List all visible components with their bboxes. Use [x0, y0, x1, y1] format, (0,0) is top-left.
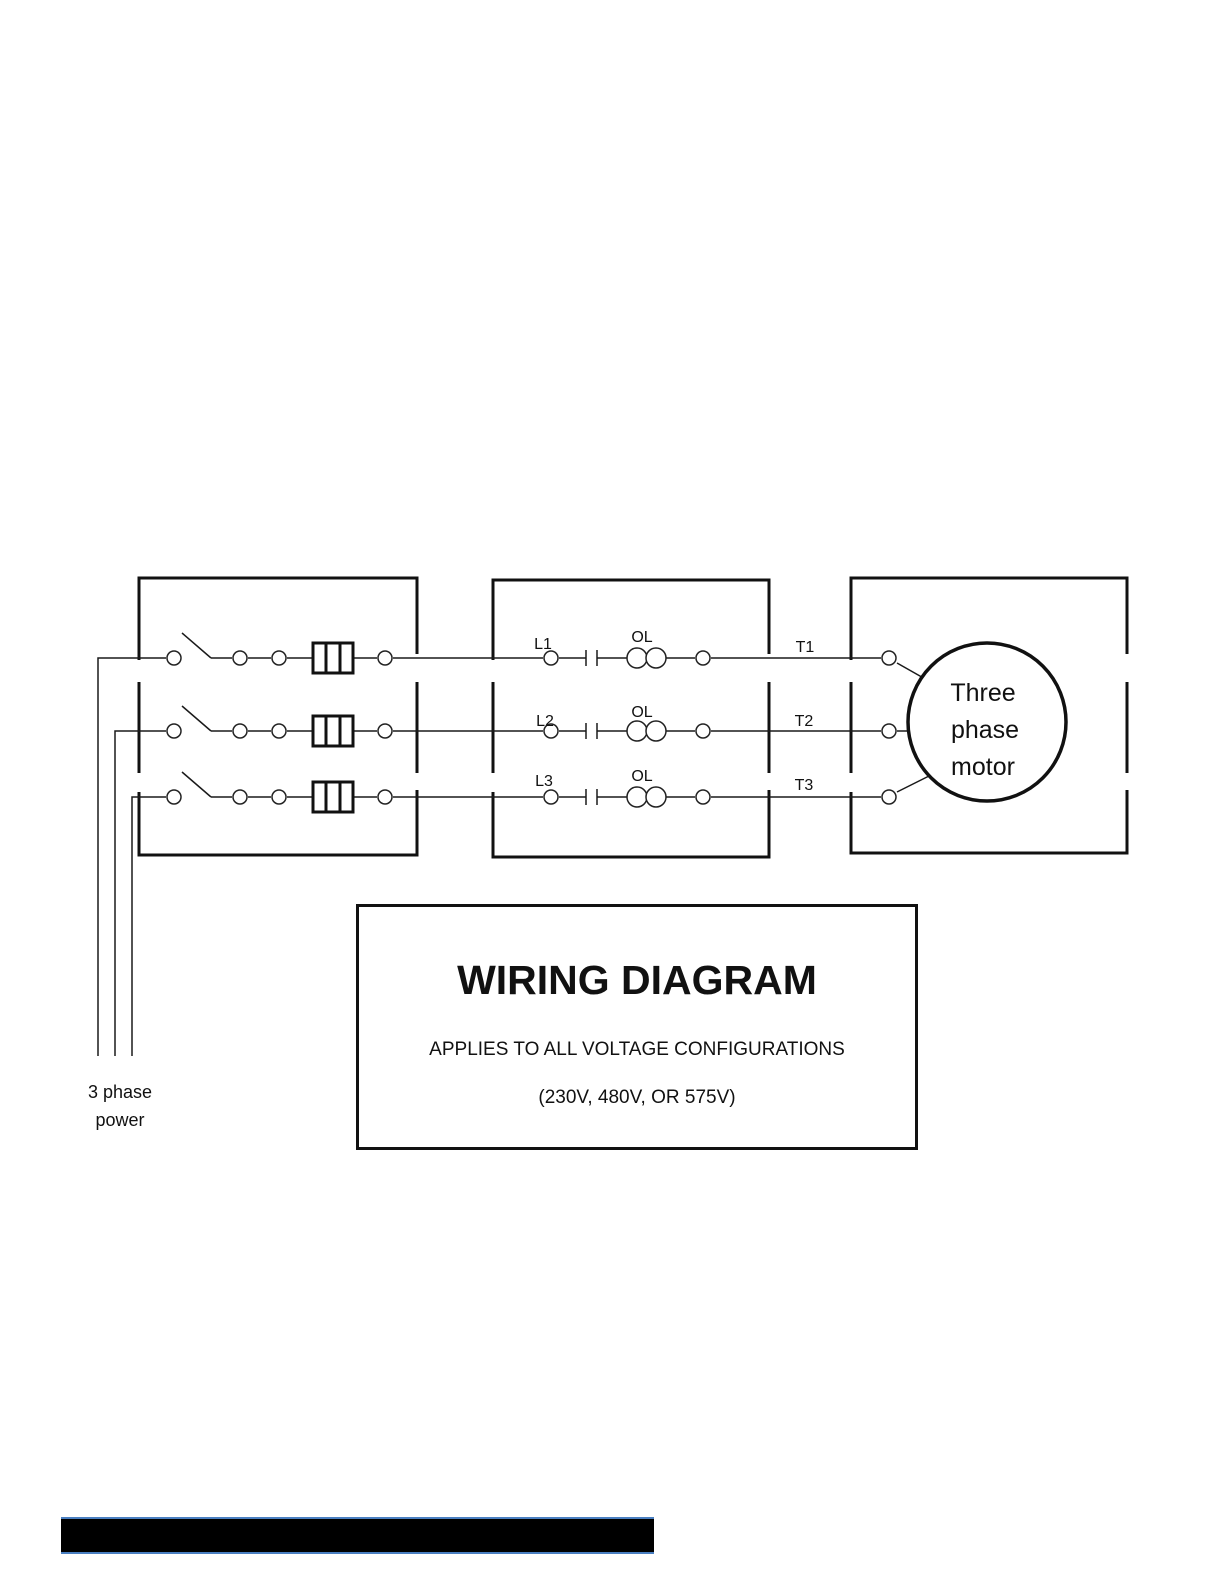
motor-label-line1: Three [950, 679, 1015, 707]
fuse-out-terminal-2 [378, 724, 392, 738]
motor-terminal-3 [882, 790, 896, 804]
phase-row-3: L3 OL T3 [167, 768, 929, 812]
fuse-out-terminal-3 [378, 790, 392, 804]
motor: Three phase motor [908, 643, 1066, 801]
phase-row-1: L1 OL T1 [167, 629, 927, 680]
overload-label-3: OL [631, 768, 652, 785]
overload-label-1: OL [631, 629, 652, 646]
line-terminal-3 [544, 790, 558, 804]
footer-bar [61, 1517, 654, 1554]
title-block: WIRING DIAGRAM APPLIES TO ALL VOLTAGE CO… [356, 904, 918, 1150]
fuse-out-terminal-1 [378, 651, 392, 665]
line-terminal-1 [544, 651, 558, 665]
fuse-in-terminal-1 [272, 651, 286, 665]
switch-terminal-1 [233, 651, 247, 665]
fuse-in-terminal-2 [272, 724, 286, 738]
overload-1 [627, 648, 666, 668]
contact-1 [586, 650, 597, 666]
overload-3 [627, 787, 666, 807]
terminal-label-t3: T3 [795, 777, 814, 794]
disconnect-terminal-3 [167, 790, 181, 804]
power-leads [98, 658, 166, 1056]
switch-terminal-2 [233, 724, 247, 738]
motor-terminal-1 [882, 651, 896, 665]
terminal-label-t1: T1 [796, 639, 815, 656]
diagram-subtitle: APPLIES TO ALL VOLTAGE CONFIGURATIONS [359, 1039, 915, 1061]
contact-3 [586, 789, 597, 805]
overload-2 [627, 721, 666, 741]
line-label-l3: L3 [535, 773, 553, 790]
fuse-1 [313, 643, 353, 673]
line-label-l1: L1 [534, 636, 552, 653]
contact-2 [586, 723, 597, 739]
load-terminal-3 [696, 790, 710, 804]
motor-label-line2: phase [951, 716, 1019, 744]
switch-terminal-3 [233, 790, 247, 804]
power-label-line1: 3 phase [88, 1082, 152, 1102]
voltage-options: (230V, 480V, OR 575V) [359, 1087, 915, 1109]
fuse-in-terminal-3 [272, 790, 286, 804]
disconnect-terminal-2 [167, 724, 181, 738]
fuse-2 [313, 716, 353, 746]
fuse-3 [313, 782, 353, 812]
power-label-line2: power [95, 1110, 144, 1130]
line-label-l2: L2 [536, 713, 554, 730]
overload-label-2: OL [631, 704, 652, 721]
load-terminal-1 [696, 651, 710, 665]
motor-label-line3: motor [951, 753, 1015, 781]
motor-terminal-2 [882, 724, 896, 738]
diagram-title: WIRING DIAGRAM [359, 957, 915, 1004]
load-terminal-2 [696, 724, 710, 738]
disconnect-terminal-1 [167, 651, 181, 665]
disconnect-box [139, 578, 417, 855]
terminal-label-t2: T2 [795, 713, 814, 730]
phase-row-2: L2 OL T2 [167, 704, 910, 746]
